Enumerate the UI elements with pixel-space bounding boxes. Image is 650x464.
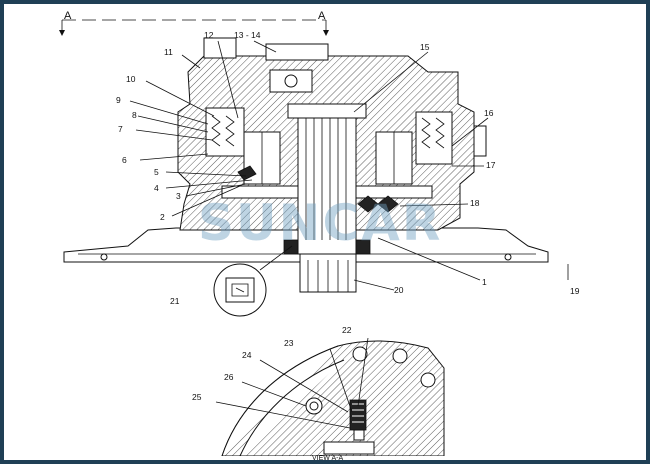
callout-22: 22 (342, 325, 352, 335)
bolt-hole (504, 253, 512, 261)
bolt-hole (392, 348, 408, 364)
callout-23: 23 (284, 338, 294, 348)
brake-disc-right (355, 185, 433, 199)
side-fitting (473, 125, 487, 157)
callout-2: 2 (160, 212, 165, 222)
leader-lines (129, 40, 569, 291)
valve-seat (353, 429, 365, 441)
arrow-down-icon (323, 30, 329, 36)
callout-21: 21 (170, 296, 180, 306)
view-caption: VIEW A-A (312, 455, 343, 462)
bolt-hole (420, 372, 436, 388)
callout-26: 26 (224, 372, 234, 382)
callout-19: 19 (570, 286, 580, 296)
arrow-down-icon (59, 30, 65, 36)
brake-disc-left (221, 185, 299, 199)
callout-3: 3 (176, 191, 181, 201)
port-plug (265, 43, 329, 61)
callout-5: 5 (154, 167, 159, 177)
bolt-hole (100, 253, 108, 261)
callout-13-14: 13 - 14 (234, 30, 261, 40)
section-line: A A (59, 10, 329, 36)
watermark: SUNCAR (198, 194, 442, 252)
callout-20: 20 (394, 285, 404, 295)
seal-right (355, 239, 371, 255)
exploded-diagram: A A (59, 10, 580, 462)
callout-6: 6 (122, 155, 127, 165)
right-spring-chamber (415, 111, 453, 165)
callout-4: 4 (154, 183, 159, 193)
callout-9: 9 (116, 95, 121, 105)
section-marker-right: A (318, 10, 326, 22)
callout-8: 8 (132, 110, 137, 120)
bearing-rollers (357, 195, 399, 213)
bolt-hole (352, 346, 368, 362)
callout-15: 15 (420, 42, 430, 52)
callout-11: 11 (164, 47, 173, 57)
callout-25: 25 (192, 392, 202, 402)
seal-detail (225, 277, 255, 303)
callout-12: 12 (204, 30, 214, 40)
section-view-detail: 22 23 24 26 25 VIEW A-A (192, 325, 445, 462)
callout-10: 10 (126, 74, 136, 84)
callout-18: 18 (470, 198, 480, 208)
callout-7: 7 (118, 124, 123, 134)
section-marker-left: A (64, 10, 72, 22)
callout-1: 1 (482, 277, 487, 287)
shaft-collar (287, 103, 367, 119)
friction-plate (237, 165, 257, 181)
callout-24: 24 (242, 350, 252, 360)
callout-17: 17 (486, 160, 496, 170)
port-hole (284, 74, 298, 88)
callout-16: 16 (484, 108, 494, 118)
bearing-land (323, 441, 375, 455)
